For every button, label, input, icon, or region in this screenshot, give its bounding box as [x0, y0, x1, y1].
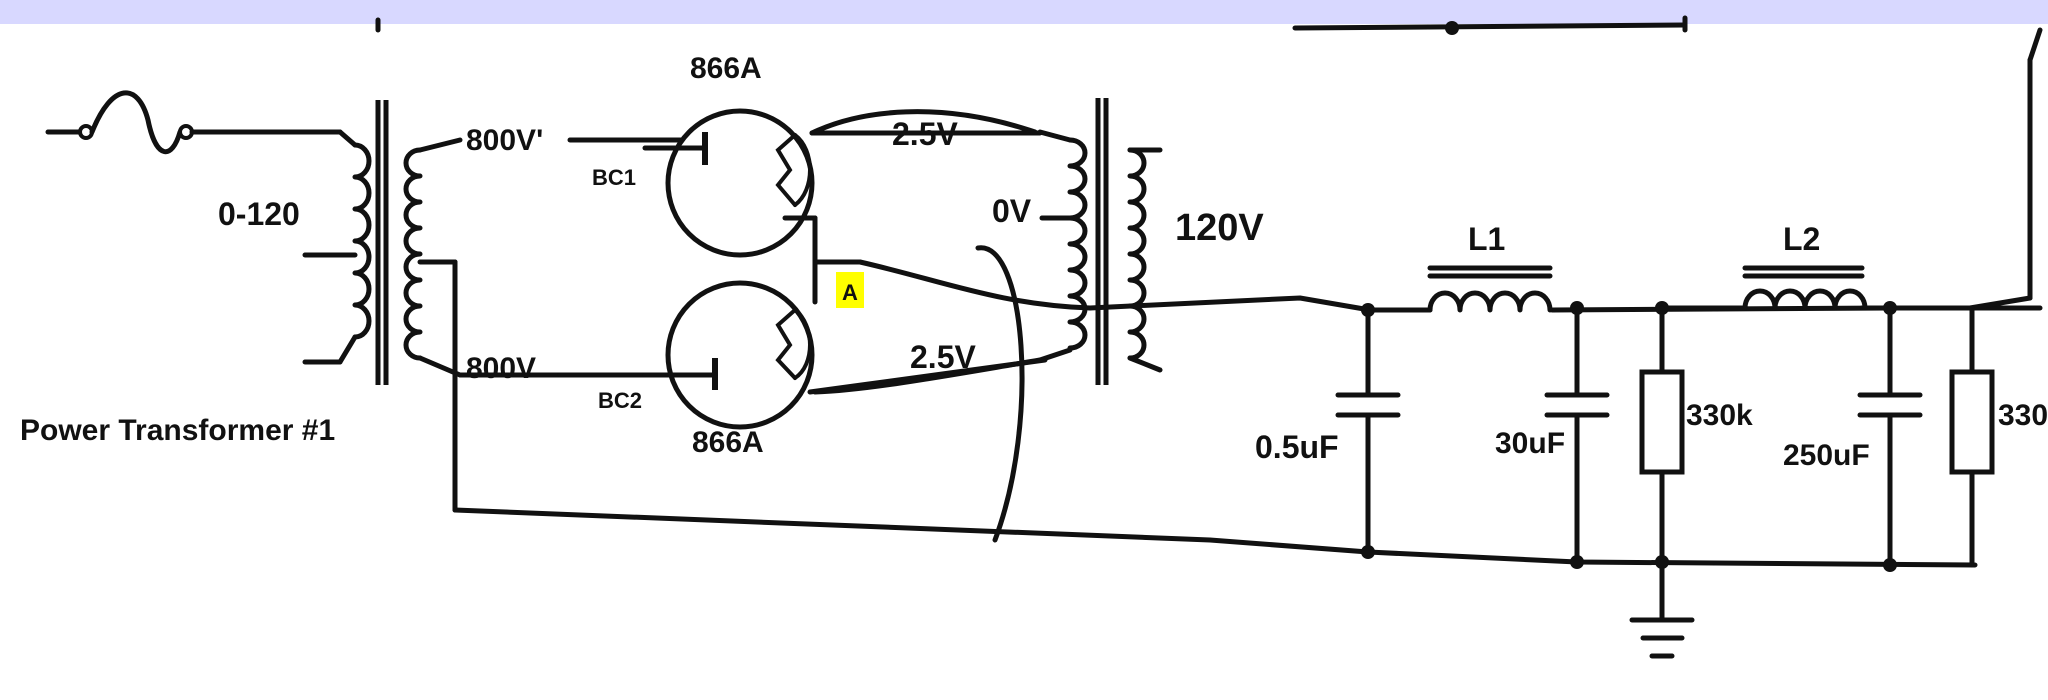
power-transformer-1: [302, 100, 463, 513]
c1-label: 0.5uF: [1255, 429, 1339, 465]
ground-bus: [452, 507, 1978, 572]
label-800v-upper: 800V': [466, 124, 543, 157]
node-a-label: A: [842, 280, 858, 305]
tube1-cap-label: BC1: [592, 165, 636, 190]
fuse-icon: [45, 90, 343, 154]
resistor-r2: [1949, 305, 1995, 568]
l2-label: L2: [1783, 221, 1820, 257]
l1-label: L1: [1468, 221, 1505, 257]
tube2-type-label: 866A: [692, 426, 764, 459]
fil-center-label: 0V: [992, 193, 1032, 229]
c3-label: 250uF: [1783, 439, 1870, 472]
hv-bus: [1087, 27, 2043, 317]
capacitor-c3: [1857, 305, 1923, 568]
filament-arcs: [809, 109, 1043, 543]
cathode-tie: A: [782, 215, 1093, 311]
label-800v-lower: 800V: [466, 352, 536, 385]
filament-transformer: [1037, 98, 1163, 385]
top-fragment-lines: [375, 15, 1688, 35]
r1-label: 330k: [1686, 399, 1753, 432]
fil-lower-label: 2.5V: [910, 339, 976, 375]
tube1-type-label: 866A: [690, 52, 762, 85]
r2-label: 330: [1998, 399, 2048, 432]
capacitor-c2: [1544, 305, 1610, 565]
tube2-cap-label: BC2: [598, 388, 642, 413]
node-a-highlight: [836, 272, 864, 308]
top-color-band: [0, 0, 2048, 24]
fil-primary-label: 120V: [1175, 207, 1264, 249]
resistor-r1: [1639, 305, 1685, 565]
label-0-120: 0-120: [218, 196, 300, 232]
inductor-l1: [1427, 265, 1553, 313]
tube-1: [642, 108, 1043, 258]
c2-label: 30uF: [1495, 427, 1565, 460]
capacitor-c1: [1335, 307, 1401, 555]
ground-icon: [1629, 559, 1695, 659]
fil-upper-label: 2.5V: [892, 116, 958, 152]
inductor-l2: [1659, 265, 1868, 311]
power-transformer-title: Power Transformer #1: [20, 414, 335, 447]
